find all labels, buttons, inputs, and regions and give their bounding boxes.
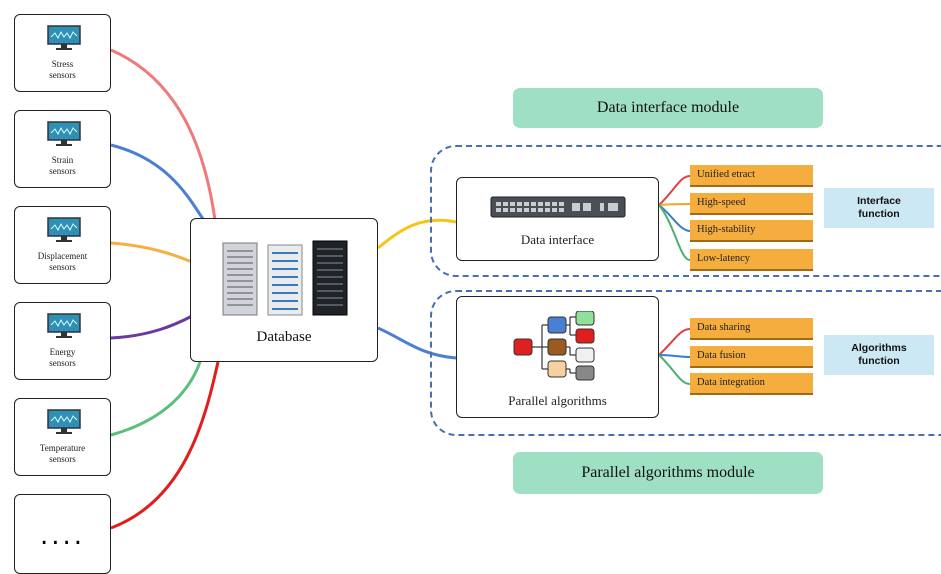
monitor-icon bbox=[47, 217, 81, 242]
line-db-parallel bbox=[377, 326, 457, 360]
line-more bbox=[110, 361, 220, 530]
feature-data-integration: Data integration bbox=[690, 373, 813, 395]
line-stress bbox=[110, 48, 217, 221]
feature-data-fusion: Data fusion bbox=[690, 346, 813, 368]
monitor-icon bbox=[47, 409, 81, 434]
parallel-algorithms-label: Parallel algorithms bbox=[508, 393, 607, 408]
monitor-icon bbox=[47, 121, 81, 146]
line-db-interface bbox=[377, 218, 457, 250]
parallel-algorithms-module-title: Parallel algorithms module bbox=[513, 452, 823, 494]
network-switch-icon bbox=[490, 196, 626, 218]
sensor-more: .... bbox=[14, 494, 111, 574]
line-displacement bbox=[110, 241, 193, 264]
server-rack-icon bbox=[222, 240, 348, 316]
database-node: Database bbox=[190, 218, 378, 362]
feature-unified-etract: Unified etract bbox=[690, 165, 813, 187]
parallel-algorithms-node: Parallel algorithms bbox=[456, 296, 659, 418]
data-interface-module-title: Data interface module bbox=[513, 88, 823, 128]
feature-high-speed: High-speed bbox=[690, 193, 813, 215]
data-interface-region bbox=[430, 145, 941, 277]
data-interface-label: Data interface bbox=[520, 232, 595, 247]
monitor-icon bbox=[47, 313, 81, 338]
more-ellipsis: .... bbox=[39, 521, 86, 551]
tree-diagram-icon bbox=[513, 311, 595, 381]
feature-data-sharing: Data sharing bbox=[690, 318, 813, 340]
feature-high-stability: High-stability bbox=[690, 220, 813, 242]
data-interface-node: Data interface bbox=[456, 177, 659, 261]
database-label: Database bbox=[256, 329, 312, 345]
line-strain bbox=[110, 143, 207, 223]
monitor-icon bbox=[47, 25, 81, 50]
line-energy bbox=[110, 314, 193, 340]
parallel-algorithms-region bbox=[430, 290, 941, 436]
feature-low-latency: Low-latency bbox=[690, 249, 813, 271]
line-temperature bbox=[110, 361, 202, 437]
